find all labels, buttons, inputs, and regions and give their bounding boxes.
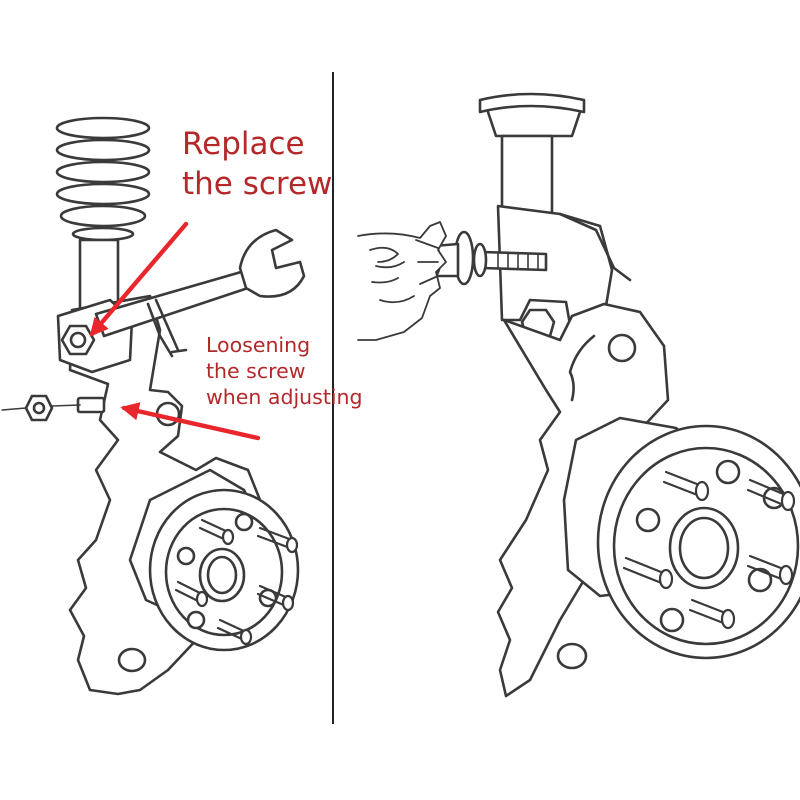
replace-label-line-1: Replace	[182, 126, 305, 162]
loosen-label-line-2: the screw	[206, 359, 306, 383]
right-assembly	[357, 92, 800, 698]
replace-arrow	[89, 221, 189, 337]
replace-screw-label: Replace the screw	[182, 124, 332, 204]
loosen-label-line-3: when adjusting	[206, 385, 363, 409]
wrench	[94, 228, 306, 358]
hand	[357, 221, 447, 341]
wheel-studs	[174, 518, 299, 646]
loosen-screw-label: Loosening the screw when adjusting	[206, 332, 363, 410]
bolt-shank	[76, 396, 106, 414]
coil-spring	[55, 116, 151, 242]
spring-seat	[478, 92, 586, 114]
wheel-hub	[148, 488, 300, 652]
wheel-studs-right	[622, 470, 796, 630]
annotation-arrows	[89, 221, 261, 441]
wheel-hub-right	[596, 424, 800, 660]
replace-label-line-2: the screw	[182, 166, 333, 202]
left-assembly	[1, 116, 306, 696]
loosen-arrow	[120, 402, 261, 441]
loosen-label-line-1: Loosening	[206, 333, 311, 357]
